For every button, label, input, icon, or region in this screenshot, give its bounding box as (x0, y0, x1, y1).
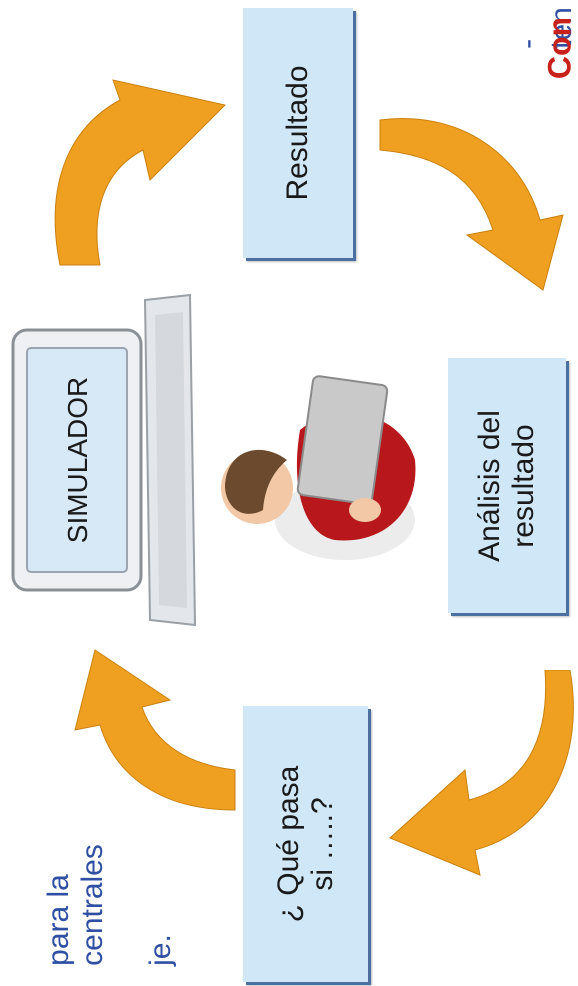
que-pasa-label: ¿ Qué pasa si …..? (272, 766, 340, 923)
analisis-line-1: Análisis del (473, 409, 506, 562)
left-cutoff-text: para la centrales je. (42, 844, 178, 966)
arrow-top-right-icon (379, 118, 564, 291)
arrow-top-left-icon (54, 79, 226, 266)
con-text: Con (541, 16, 578, 80)
left-cutoff-line-4: je. (144, 934, 177, 966)
laptop-icon (11, 293, 197, 627)
person-icon (221, 375, 416, 560)
arrow-bottom-left-icon (74, 649, 236, 811)
que-pasa-line-2: si …..? (305, 797, 339, 891)
que-pasa-box: ¿ Qué pasa si …..? (243, 706, 368, 982)
simulador-label: SIMULADOR (62, 376, 93, 544)
que-pasa-line-1: ¿ Qué pasa (271, 765, 305, 923)
analisis-line-2: resultado (507, 423, 540, 548)
arrow-bottom-right-icon (389, 670, 574, 876)
resultado-label: Resultado (281, 65, 314, 201)
left-cutoff-line-1: para la (42, 874, 75, 966)
top-cutoff-line-1: - (511, 38, 544, 49)
analisis-box: Análisis del resultado (448, 358, 566, 613)
resultado-box: Resultado (243, 8, 353, 258)
left-cutoff-line-3 (110, 844, 144, 966)
analisis-label: Análisis del resultado (473, 410, 541, 562)
left-cutoff-line-2: centrales (76, 844, 109, 966)
